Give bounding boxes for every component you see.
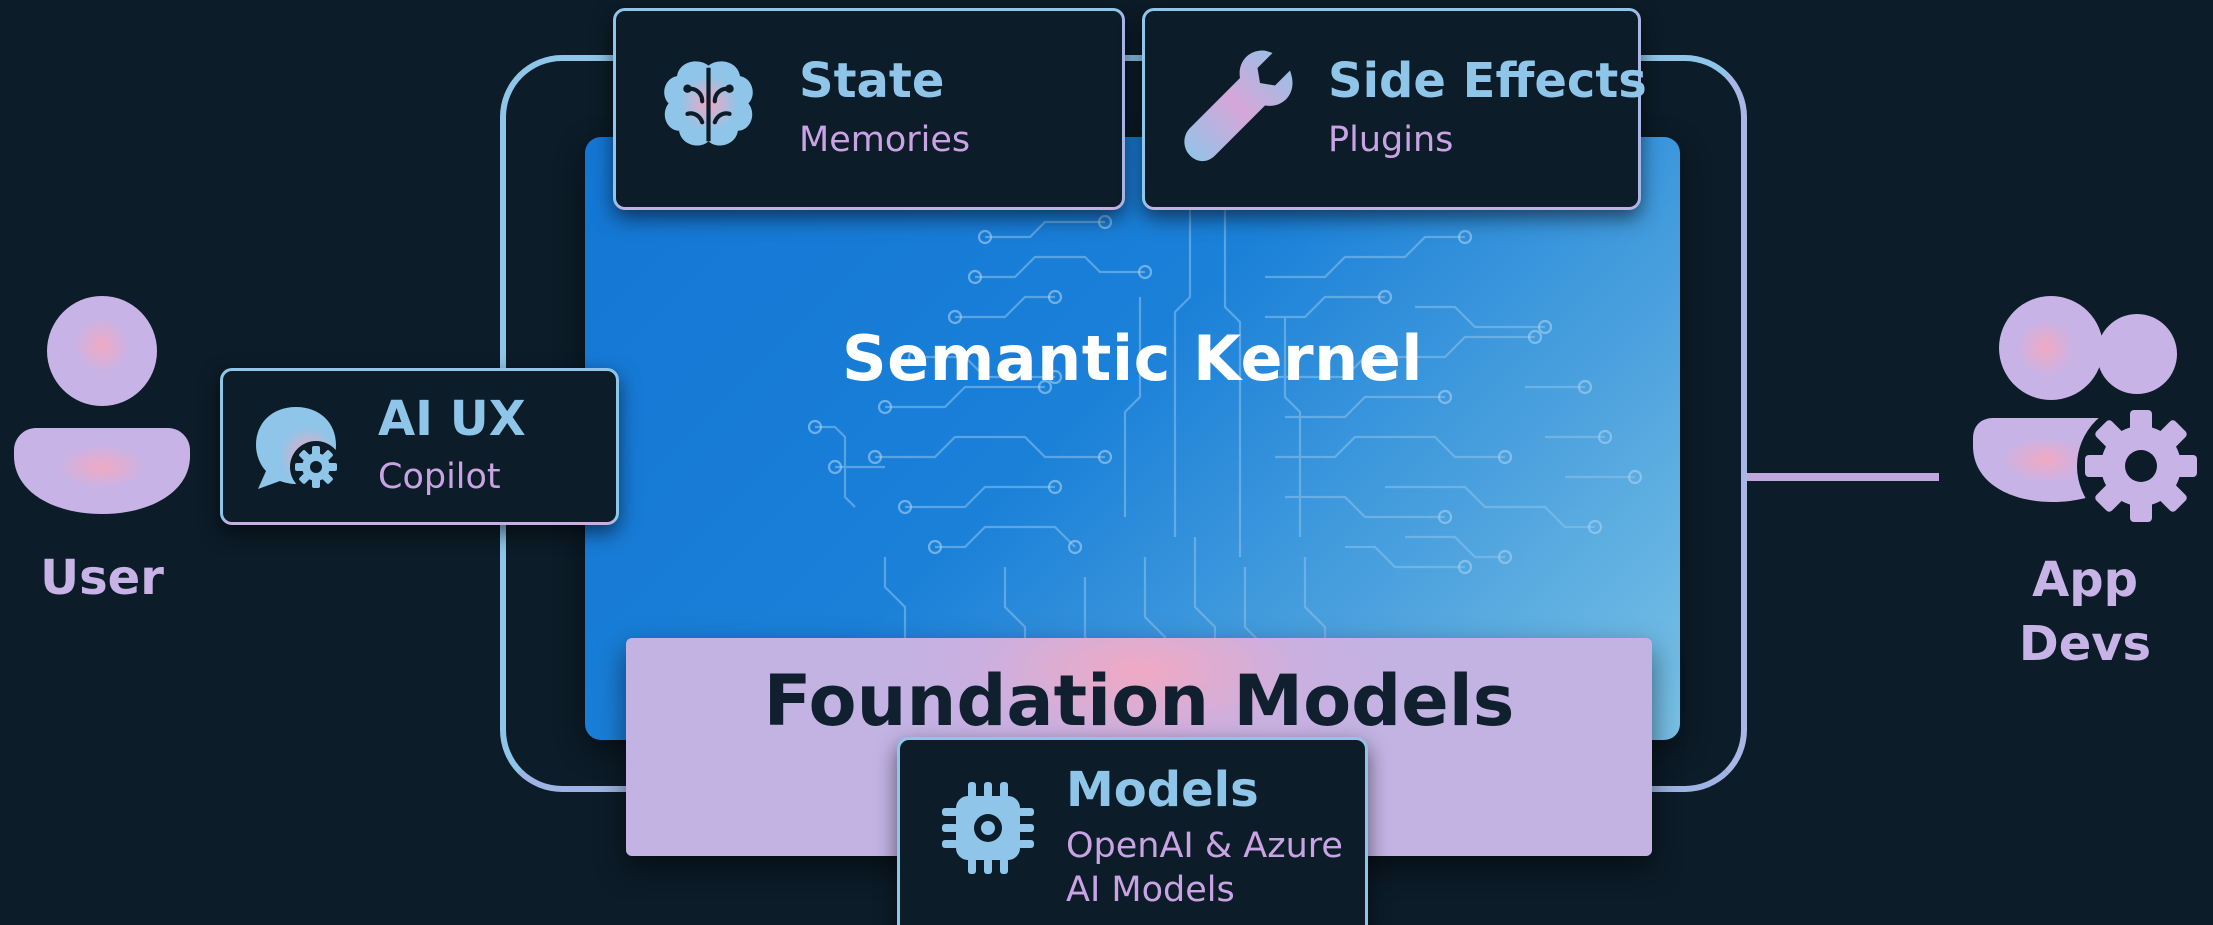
- kernel-title: Semantic Kernel: [841, 322, 1424, 395]
- app-devs-label-line1: App: [2032, 552, 2138, 608]
- app-devs-connector: [1747, 473, 1939, 481]
- app-devs-label-line2: Devs: [2018, 616, 2152, 672]
- chat-gear-icon: [256, 407, 342, 493]
- ai-ux-card-subtitle: Copilot: [378, 457, 501, 497]
- brain-icon: [664, 61, 753, 146]
- side-effects-card-title: Side Effects: [1328, 53, 1647, 109]
- ai-ux-card-title: AI UX: [378, 391, 526, 447]
- user-label: User: [40, 550, 164, 606]
- models-card-subtitle-line1: OpenAI & Azure: [1066, 826, 1343, 866]
- ai-ux-card: AI UX Copilot: [220, 368, 619, 525]
- state-card-subtitle: Memories: [799, 120, 971, 160]
- models-card: Models OpenAI & Azure AI Models: [897, 737, 1368, 925]
- wrench-icon: [1184, 50, 1293, 162]
- foundation-models-title: Foundation Models: [763, 660, 1515, 742]
- circuit-traces-graphic: [807, 197, 1643, 705]
- state-card-title: State: [799, 53, 945, 109]
- state-card: State Memories: [613, 8, 1125, 210]
- people-gear-icon: [1973, 296, 2205, 526]
- models-card-title: Models: [1066, 762, 1259, 818]
- side-effects-card: Side Effects Plugins: [1142, 8, 1647, 210]
- chip-icon: [942, 782, 1034, 874]
- user-icon: [14, 296, 190, 514]
- side-effects-card-subtitle: Plugins: [1328, 120, 1454, 160]
- models-card-subtitle-line2: AI Models: [1066, 870, 1235, 910]
